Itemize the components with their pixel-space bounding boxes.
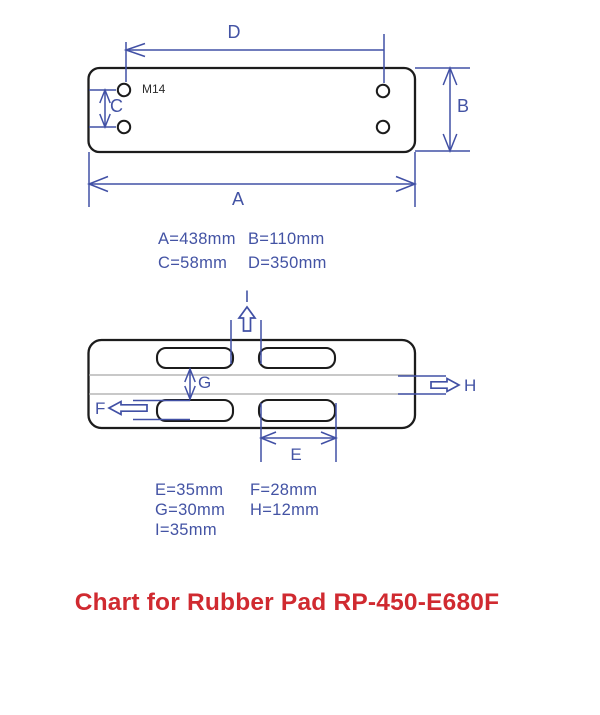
top-view-values: A=438mm B=110mm C=58mm D=350mm <box>158 230 327 272</box>
value-D: D=350mm <box>248 254 327 272</box>
dim-label-E: E <box>290 445 301 464</box>
dim-label-A: A <box>232 189 244 209</box>
value-C: C=58mm <box>158 254 227 272</box>
bolt-hole-bottom-left <box>116 119 132 135</box>
slot-bottom-right <box>257 398 337 423</box>
dim-label-I: I <box>245 287 250 306</box>
page-title: Chart for Rubber Pad RP-450-E680F <box>75 589 500 616</box>
top-view-plate-outline <box>87 66 417 154</box>
arrowhead-down <box>442 133 458 154</box>
arrowhead-up <box>442 65 458 86</box>
slot-top-right <box>257 346 337 370</box>
dimension-B: B <box>415 65 470 154</box>
arrowhead-up <box>184 366 196 383</box>
value-F: F=28mm <box>250 481 317 499</box>
arrowhead-right <box>320 431 339 445</box>
dim-label-F: F <box>95 399 105 418</box>
value-A: A=438mm <box>158 230 236 248</box>
dimension-A: A <box>86 152 418 209</box>
bottom-view-values: E=35mm F=28mm G=30mm H=12mm I=35mm <box>155 481 319 539</box>
slot-top-left <box>155 346 235 370</box>
hollow-left-arrow-icon <box>107 400 148 416</box>
dimension-D: D <box>123 22 385 83</box>
hollow-right-arrow-icon <box>430 377 461 393</box>
dimension-H: H <box>398 375 476 395</box>
arrowhead-down <box>99 113 111 130</box>
dimension-C: C <box>89 87 123 130</box>
slot-bottom-left <box>155 398 235 423</box>
arrowhead-down <box>184 385 196 402</box>
arrowhead-up <box>99 87 111 104</box>
bottom-view-pad-outline <box>87 338 417 430</box>
dim-label-G: G <box>198 373 211 392</box>
hollow-up-arrow-icon <box>237 305 257 332</box>
arrowhead-right <box>395 175 418 193</box>
dim-label-C: C <box>110 96 123 116</box>
top-view: M14 D C B <box>86 22 470 272</box>
arrowhead-left <box>123 42 146 58</box>
arrowhead-left <box>86 175 109 193</box>
dimension-I: I <box>230 287 262 364</box>
bolt-hole-bottom-right <box>375 119 391 135</box>
bolt-hole-top-left <box>116 82 132 98</box>
dim-label-D: D <box>228 22 241 42</box>
dim-label-B: B <box>457 96 469 116</box>
dimension-E: E <box>258 403 339 464</box>
bottom-view: I G F H E <box>87 287 476 539</box>
dimension-F: F <box>95 399 190 421</box>
value-B: B=110mm <box>248 230 325 248</box>
value-E: E=35mm <box>155 481 223 499</box>
dim-label-H: H <box>464 376 476 395</box>
dimension-G: G <box>184 366 211 402</box>
value-G: G=30mm <box>155 501 225 519</box>
bolt-hole-top-right <box>375 83 391 99</box>
arrowhead-left <box>258 431 277 445</box>
value-I: I=35mm <box>155 521 217 539</box>
thread-size-label: M14 <box>142 82 166 96</box>
value-H: H=12mm <box>250 501 319 519</box>
